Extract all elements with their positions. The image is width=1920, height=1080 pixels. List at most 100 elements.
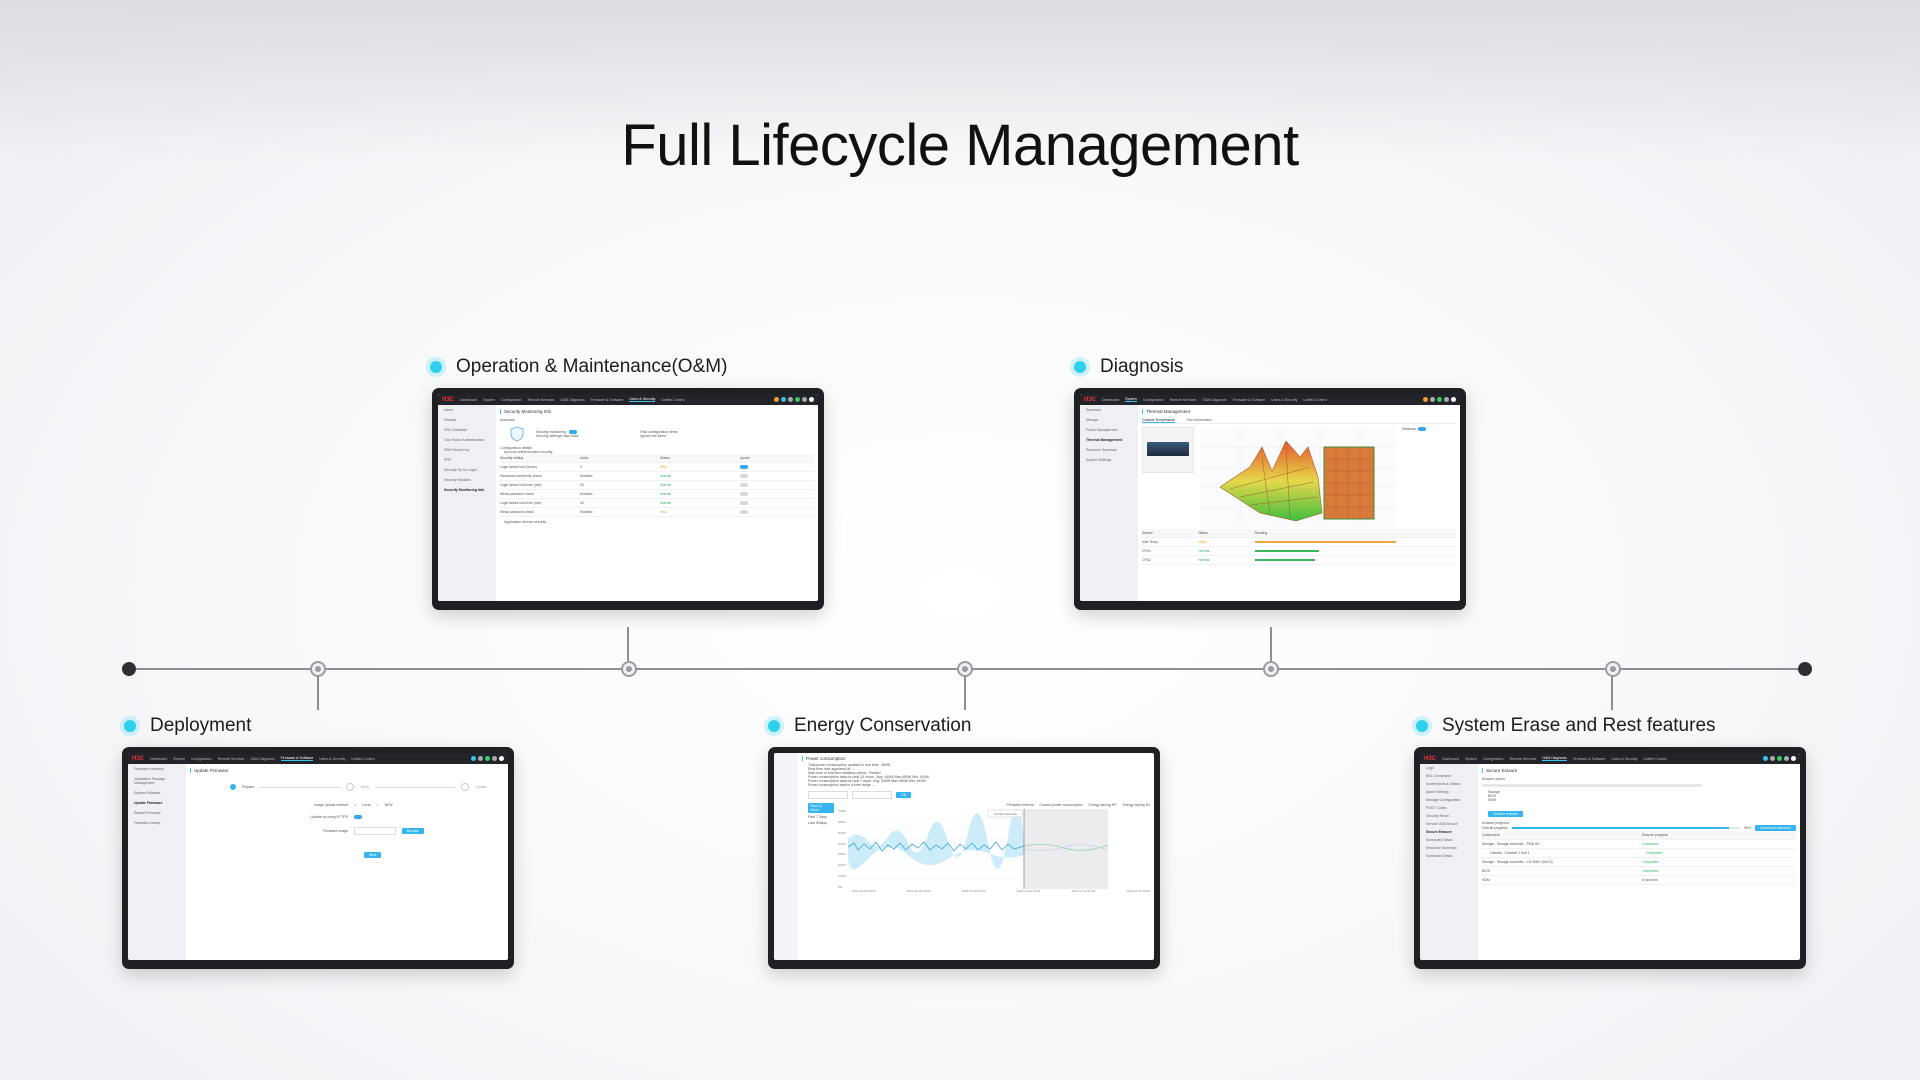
nav-item[interactable]: Users & Security (1271, 397, 1298, 402)
nav-item[interactable]: Users & Security (1611, 756, 1638, 761)
tab-fan-information[interactable]: Fan Information (1187, 418, 1212, 422)
erase-item[interactable]: BIOS (1488, 794, 1497, 798)
nav-item-active[interactable]: System (1125, 397, 1137, 402)
sidebar-item[interactable]: BSL Connection (1426, 774, 1452, 778)
nav-item[interactable]: O&M Diagnosis (1202, 397, 1227, 402)
power-line: Power consumption data for past 24 hours… (808, 775, 929, 779)
cell: 30 (580, 483, 584, 487)
sidebar-item[interactable]: PFR (444, 458, 451, 462)
sidebar-item[interactable]: Security Tip for Login (444, 468, 477, 472)
sidebar-item[interactable]: Firewall (444, 418, 457, 422)
image-input[interactable] (354, 827, 396, 835)
sidebar-item[interactable]: Users (444, 408, 454, 412)
sidebar-item[interactable]: Scheduled Tasks (1426, 838, 1453, 842)
ignore-toggle[interactable] (740, 464, 748, 469)
nav-item[interactable]: System (483, 397, 495, 402)
download-inventory-button[interactable]: Download Inventory (1755, 825, 1796, 831)
radio-nfw-icon[interactable]: ○ (376, 803, 379, 807)
tab-past-7-days[interactable]: Past 7 Days (808, 815, 827, 819)
nav-item[interactable]: Remote Services (527, 397, 555, 402)
nav-item[interactable]: Firmware & Software (590, 397, 624, 402)
sidebar-item-selected[interactable]: Update Firmware (134, 801, 163, 805)
sidebar-item[interactable]: System Settings (1086, 458, 1112, 462)
nav-item[interactable]: Remote Services (1509, 756, 1537, 761)
browse-button[interactable]: Browse (402, 828, 424, 834)
nav-item-active[interactable]: Users & Security (629, 397, 656, 402)
nav-item[interactable]: Unified Control (351, 756, 375, 761)
sidebar-item-selected[interactable]: Thermal Management (1086, 438, 1122, 442)
nav-item[interactable]: Unified Control (661, 397, 685, 402)
nav-item-active[interactable]: O&M Diagnosis (1542, 756, 1567, 761)
sidebar-item[interactable]: POST Codes (1426, 806, 1447, 810)
sidebar-item[interactable]: Storage (1086, 418, 1099, 422)
account-group[interactable]: Account authentication security (504, 450, 553, 454)
feature-energy-label: Energy Conservation (794, 715, 972, 736)
start-date-input[interactable] (808, 791, 848, 799)
sidebar-item-selected[interactable]: Secure Erasure (1426, 830, 1452, 834)
sidebar-item[interactable]: Firmware Inventory (134, 767, 164, 771)
ignore-toggle[interactable] (740, 491, 748, 496)
deployment-screen: H3C Dashboard System Configuration Remot… (128, 753, 508, 960)
sidebar-item[interactable]: Summary (1086, 408, 1101, 412)
heatmap-switch[interactable]: Heatmap (1402, 427, 1427, 529)
tab-chassis-temperature[interactable]: Chassis Temperature (1142, 418, 1176, 423)
sidebar-item[interactable]: SSL Certificate (444, 428, 468, 432)
radio-local-icon[interactable]: ● (354, 803, 357, 807)
sidebar-item[interactable]: Resource Summary (1086, 448, 1117, 452)
nav-item[interactable]: Unified Control (1303, 397, 1327, 402)
nav-item[interactable]: Configuration (190, 756, 212, 761)
app-group[interactable]: Application service security (504, 520, 547, 524)
sidebar-item[interactable]: System Software (134, 791, 161, 795)
end-date-input[interactable] (852, 791, 892, 799)
erase-item[interactable]: HDM (1488, 798, 1496, 802)
nav-item[interactable]: Dashboard (1442, 756, 1460, 761)
nav-item[interactable]: System (1465, 756, 1477, 761)
nav-item[interactable]: Dashboard (150, 756, 168, 761)
nav-item[interactable]: System (173, 756, 185, 761)
monitoring-toggle[interactable] (568, 430, 577, 434)
sidebar-item[interactable]: Logs (1426, 766, 1434, 770)
erase-item[interactable]: Storage (1488, 790, 1501, 794)
sidebar-item[interactable]: SSH Secret Key (444, 448, 470, 452)
sidebar-item[interactable]: Service USB Device (1426, 822, 1458, 826)
nav-item[interactable]: Unified Control (1643, 756, 1667, 761)
sidebar-item[interactable]: Screenshots & Videos (1426, 782, 1461, 786)
sidebar-item[interactable]: Restart Firmware (134, 811, 161, 815)
sidebar-item[interactable]: Resource Summary (1426, 846, 1457, 850)
ignore-toggle[interactable] (740, 509, 748, 514)
sidebar-item[interactable]: Scheduled Tasks (1426, 854, 1453, 858)
nav-item[interactable]: O&M Diagnosis (250, 756, 275, 761)
sidebar-item[interactable]: Two-Factor Authentication (444, 438, 485, 442)
sidebar-item[interactable]: Power Management (1086, 428, 1118, 432)
nav-item-active[interactable]: Firmware & Software (280, 756, 314, 761)
ignore-toggle[interactable] (740, 482, 748, 487)
sidebar-item-selected[interactable]: Security Monitoring Info (444, 488, 485, 492)
nav-item[interactable]: Firmware & Software (1572, 756, 1606, 761)
sidebar-item[interactable]: Alarm Settings (1426, 790, 1449, 794)
nav-item[interactable]: Configuration (1482, 756, 1504, 761)
confirm-erasure-button[interactable]: Confirm erasure (1488, 811, 1524, 817)
ignore-toggle[interactable] (740, 500, 748, 505)
ignore-toggle[interactable] (740, 473, 748, 478)
sidebar-item[interactable]: Manage Configuration (1426, 798, 1461, 802)
tab-past-24-hours[interactable]: Past 24 Hours (808, 803, 834, 813)
nav-item[interactable]: O&M Diagnosis (560, 397, 585, 402)
nav-item[interactable]: Configuration (1142, 397, 1164, 402)
ok-button[interactable]: OK (896, 792, 912, 798)
nav-item[interactable]: Remote Services (217, 756, 245, 761)
nav-item[interactable]: Configuration (500, 397, 522, 402)
nav-item[interactable]: Dashboard (460, 397, 478, 402)
nav-item[interactable]: Dashboard (1102, 397, 1120, 402)
sidebar-item[interactable]: Installation Package Management (134, 777, 166, 785)
sidebar-item[interactable]: Security Modules (444, 478, 471, 482)
nav-item[interactable]: Users & Security (319, 756, 346, 761)
tab-last-30-days[interactable]: Last 30days (808, 821, 827, 825)
stem-erase (1611, 676, 1613, 710)
next-button[interactable]: Next (364, 852, 382, 858)
sidebar-item[interactable]: Firmware Library (134, 821, 161, 825)
nav-item[interactable]: Firmware & Software (1232, 397, 1266, 402)
https-toggle[interactable] (354, 815, 362, 819)
heatmap-toggle[interactable] (1418, 427, 1427, 431)
sidebar-item[interactable]: Security Reset (1426, 814, 1449, 818)
nav-item[interactable]: Remote Services (1169, 397, 1197, 402)
